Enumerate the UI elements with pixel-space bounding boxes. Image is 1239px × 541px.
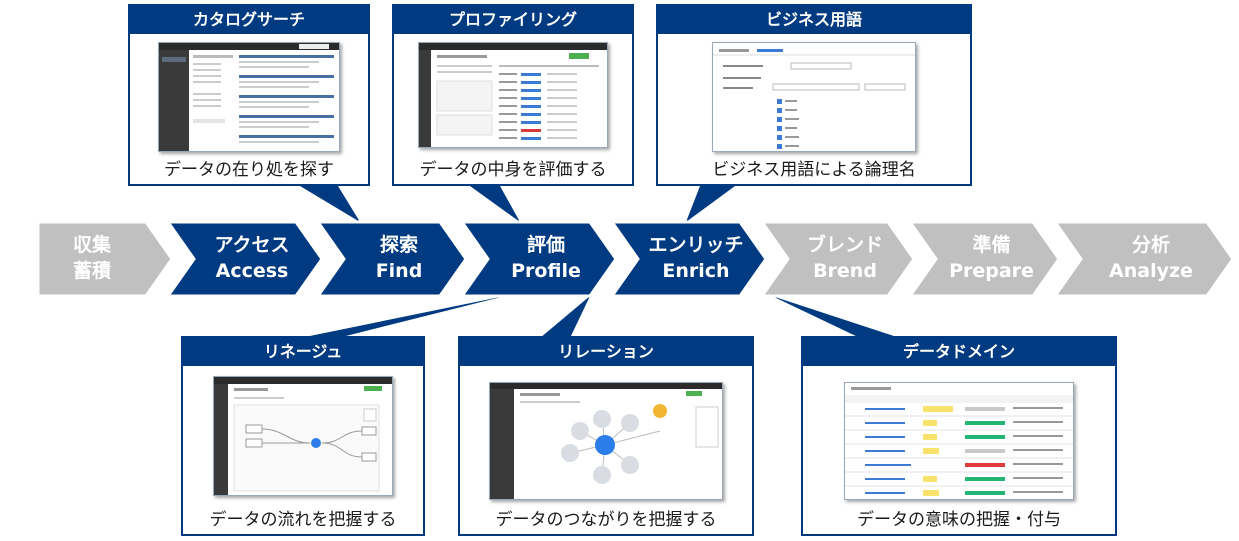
- stage-label-en: Enrich: [662, 260, 729, 282]
- relation-screenshot: [489, 382, 723, 500]
- domain-callout-pointer: [772, 296, 900, 338]
- card-caption: ビジネス用語による論理名: [712, 160, 916, 180]
- card-catalog-search: カタログサーチ データの在り処を探す: [128, 4, 370, 186]
- stage-label-jp: エンリッチ: [648, 234, 743, 256]
- card-caption: データの意味の把握・付与: [857, 510, 1061, 530]
- lineage-callout-pointer: [300, 296, 505, 338]
- profiling-screenshot: [418, 42, 608, 148]
- chevron-shape: [1052, 220, 1235, 298]
- stage-label-jp: 準備: [972, 233, 1010, 256]
- stage-label-en: Brend: [813, 260, 877, 282]
- stage-label-en: Analyze: [1109, 260, 1193, 282]
- stage-chevron-6: ブレンド Brend: [759, 220, 916, 298]
- chevron-shape: [907, 220, 1061, 298]
- chevron-shape: [459, 220, 618, 298]
- chevron-shape: [609, 220, 768, 298]
- stage-label-en: Access: [216, 260, 289, 282]
- data-domain-screenshot: [844, 382, 1074, 500]
- stage-label-jp: 探索: [380, 233, 418, 256]
- stage-label-jp: アクセス: [214, 234, 289, 256]
- relation-callout-pointer: [540, 296, 590, 338]
- stage-label-jp: ブレンド: [807, 233, 883, 256]
- card-title: カタログサーチ: [130, 6, 368, 34]
- chevron-shape: [36, 220, 174, 298]
- card-lineage: リネージュ データの流れを把握する: [181, 336, 425, 536]
- business-callout-pointer: [686, 186, 735, 222]
- card-caption: データの中身を評価する: [419, 160, 607, 180]
- stage-label-en: Prepare: [949, 260, 1034, 282]
- catalog-screenshot: [158, 42, 340, 152]
- card-relation: リレーション データのつながりを把握する: [458, 336, 754, 536]
- chevron-shape: [759, 220, 916, 298]
- card-title: ビジネス用語: [658, 6, 970, 34]
- card-title: データドメイン: [803, 338, 1115, 366]
- business-glossary-screenshot: [712, 42, 916, 152]
- stage-chevron-2: アクセス Access: [165, 220, 324, 298]
- stage-chevron-4: 評価 Profile: [459, 220, 618, 298]
- chevron-shape: [315, 220, 468, 298]
- profiling-callout-pointer: [470, 186, 520, 222]
- stage-label-en: Profile: [511, 260, 581, 282]
- card-data-domain: データドメイン データの意味の把握・付与: [801, 336, 1117, 536]
- card-title: プロファイリング: [394, 6, 632, 34]
- stage-label-jp: 分析: [1132, 233, 1170, 256]
- stage-chevron-7: 準備 Prepare: [907, 220, 1061, 298]
- card-caption: データの在り処を探す: [164, 160, 334, 180]
- card-caption: データのつながりを把握する: [495, 510, 717, 530]
- stage-chevron-8: 分析 Analyze: [1052, 220, 1235, 298]
- card-caption: データの流れを把握する: [209, 510, 397, 530]
- stage-label-en: Find: [376, 260, 423, 282]
- card-business-glossary: ビジネス用語 ビジネス用語による論理名: [656, 4, 972, 186]
- card-profiling: プロファイリング データの中身を評価する: [392, 4, 634, 186]
- stage-chevron-3: 探索 Find: [315, 220, 468, 298]
- stage-chevron-5: エンリッチ Enrich: [609, 220, 768, 298]
- stage-label-jp: 評価: [527, 233, 565, 256]
- stage-label-jp: 収集: [73, 233, 112, 256]
- catalog-callout-pointer: [300, 186, 360, 222]
- stage-label-en: 蓄積: [73, 259, 111, 282]
- lineage-screenshot: [213, 376, 393, 496]
- chevron-shape: [165, 220, 324, 298]
- card-title: リレーション: [460, 338, 752, 366]
- card-title: リネージュ: [183, 338, 423, 366]
